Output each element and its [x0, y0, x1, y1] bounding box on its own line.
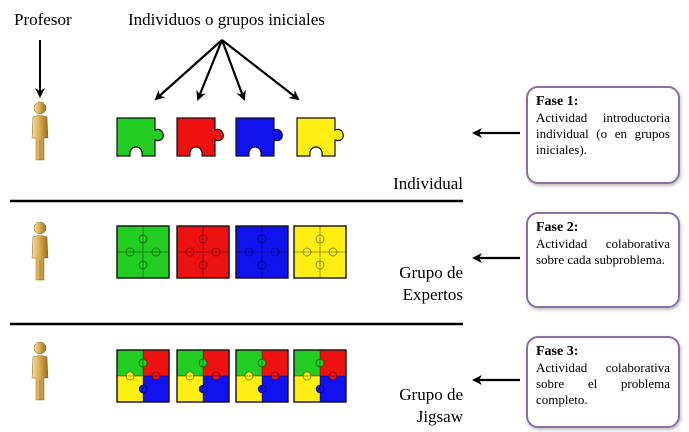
teacher-figure-icon [31, 101, 49, 161]
puzzle-square-icon [176, 225, 230, 279]
row-label-jigsaw: Grupo de Jigsaw [399, 385, 463, 426]
profesor-label: Profesor [14, 10, 72, 29]
puzzle-square-icon [293, 349, 347, 403]
row-label-expertos: Grupo de Expertos [399, 263, 463, 304]
phase-text-1: Actividad introductoria individual (o en… [536, 110, 670, 157]
row-label-individual: Individual [393, 174, 463, 193]
puzzle-square-icon [176, 349, 230, 403]
phase-text-3: Actividad colaborativa sobre el problema… [536, 360, 670, 407]
teacher-figure-icon [31, 221, 49, 281]
phase-title-1: Fase 1: [536, 94, 579, 109]
puzzle-piece-icon [296, 117, 344, 157]
phase-title-3: Fase 3: [536, 344, 579, 359]
puzzle-square-icon [116, 225, 170, 279]
individuos-arrows [154, 39, 300, 101]
phase-text-2: Actividad colaborativa sobre cada subpro… [536, 236, 670, 267]
phase-box-1: Fase 1: Actividad introductoria individu… [526, 86, 680, 184]
phase-box-3: Fase 3: Actividad colaborativa sobre el … [526, 336, 680, 428]
puzzle-square-icon [116, 349, 170, 403]
individuos-label: Individuos o grupos iniciales [128, 10, 325, 29]
teacher-figure-icon [31, 341, 49, 401]
puzzle-square-icon [235, 225, 289, 279]
phase-title-2: Fase 2: [536, 220, 579, 235]
puzzle-square-icon [293, 225, 347, 279]
puzzle-piece-icon [116, 117, 164, 157]
puzzle-square-icon [235, 349, 289, 403]
puzzle-piece-icon [235, 117, 283, 157]
phase-box-2: Fase 2: Actividad colaborativa sobre cad… [526, 212, 680, 308]
puzzle-piece-icon [176, 117, 224, 157]
